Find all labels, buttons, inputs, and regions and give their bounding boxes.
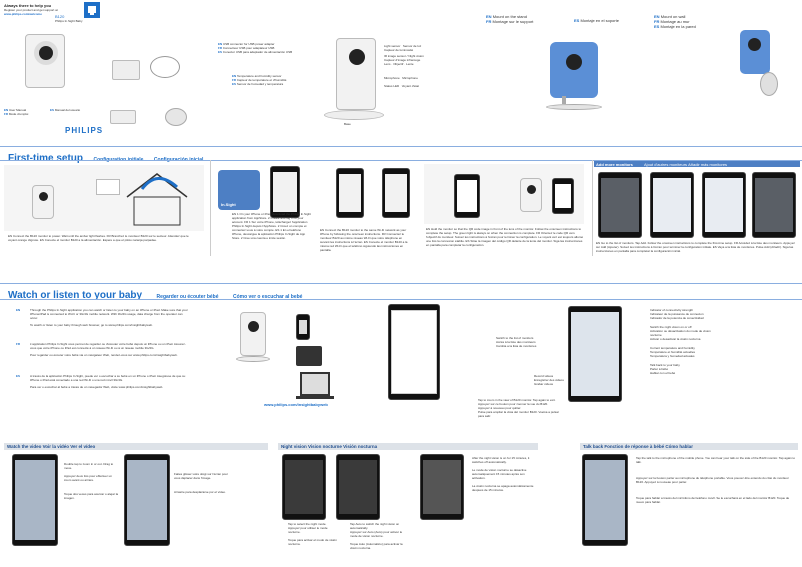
cable-image xyxy=(150,56,180,78)
talk-panel-title: Talk back Fonction de réponse à bébé Cóm… xyxy=(580,443,798,450)
watch-sub-fr: Regarder ou écouter bébé xyxy=(156,294,219,300)
power-adapter-image xyxy=(112,60,140,80)
watch-title: Watch or listen to your baby xyxy=(8,290,143,301)
watch-header: Watch or listen to your baby Regarder ou… xyxy=(8,285,302,303)
setup-step1-text: EN Connect the B120 monitor to power. Wa… xyxy=(8,234,189,242)
video-caption-1: Double tap to zoom in or out. Drag to mo… xyxy=(64,462,119,500)
setup-step4-image xyxy=(424,164,584,224)
add-phone-1 xyxy=(598,172,642,238)
mount-wall-labels: EN Mount on wall FR Montage au mur ES Mo… xyxy=(654,14,696,29)
video-caption-2: Faites glisser votre doigt sur l'écran p… xyxy=(174,472,228,494)
laptop-icon xyxy=(300,372,330,396)
help-tab-icon xyxy=(84,2,100,18)
setup-step2-text: EN 1 On your iPhone or iPad, download th… xyxy=(232,212,311,240)
watch-en-text: Through the Philips In.Sight application… xyxy=(30,308,188,327)
video-phone-1 xyxy=(12,454,58,546)
help-url[interactable]: www.philips.com/welcome xyxy=(4,12,42,16)
watch-mid-labels: Record videos Enregistrer des vidéos Gra… xyxy=(534,374,564,386)
setup-phone-2 xyxy=(336,168,364,218)
talk-captions: Tap the talk to the microphone of the mo… xyxy=(636,456,796,504)
stand-mount-image xyxy=(550,42,598,98)
app-store-tile: In.Sight xyxy=(218,170,260,210)
watch-phone-right xyxy=(568,306,622,402)
watch-camera xyxy=(240,312,266,356)
setup-phone-3 xyxy=(382,168,410,218)
setup-step1-image xyxy=(4,165,204,231)
night-caption-2: Tap Auto to switch the night vision on a… xyxy=(350,522,403,550)
base-label: Base xyxy=(344,122,351,126)
first-time-header: First-time setup Configuration initiale … xyxy=(8,148,203,166)
watch-sub-es: Cómo ver o escuchar al bebé xyxy=(232,294,303,300)
night-panel-title: Night vision Vision nocturne Visión noct… xyxy=(278,443,538,450)
talk-phone xyxy=(582,454,628,546)
night-phone-3 xyxy=(420,454,464,520)
setup-phone-1 xyxy=(270,166,300,218)
model-block: B120 Philips In.Sight Baby xyxy=(55,14,83,23)
mount-stand-labels: EN Mount on the stand FR Montage sur le … xyxy=(486,14,534,24)
watch-phone-small xyxy=(296,314,310,340)
add-phone-3 xyxy=(702,172,746,238)
tablet-icon xyxy=(296,346,322,366)
philips-logo: PHILIPS xyxy=(65,126,104,135)
first-time-title: First-time setup xyxy=(8,153,84,164)
video-phone-2 xyxy=(124,454,170,546)
watch-es-text: A través de la aplicación Philips In.Sig… xyxy=(30,374,186,389)
video-panel-title: Watch the video Voir la vidéo Ver el víd… xyxy=(4,443,268,450)
temp-labels: EN Temperature and humidity sensor FR Ca… xyxy=(232,74,287,86)
watch-bottom-labels: Tap to zoom in the view of B120 monitor.… xyxy=(478,398,559,418)
wall-mount-image xyxy=(740,30,770,74)
stand-image xyxy=(110,110,136,124)
add-monitors-title: Add more monitors xyxy=(596,162,633,167)
usb-labels: EN USB connector for USB power adapter F… xyxy=(218,42,293,54)
watch-fr-text: L'application Philips In.Sight vous perm… xyxy=(30,342,186,357)
night-caption-right: After the night vision is on for 15 minu… xyxy=(472,456,534,492)
watch-phone-main xyxy=(388,304,440,400)
web-url[interactable]: www.philips.com/insightbabyweb xyxy=(264,402,328,407)
house-icon xyxy=(126,173,188,226)
lang-en: EN xyxy=(16,308,21,312)
setup-step3-text: EN Connect the B120 monitor to the same … xyxy=(320,228,408,252)
mount-base-image xyxy=(165,108,187,126)
help-line2: Register your product and get support at xyxy=(4,8,58,12)
top-labels: Light sensor Sensor de luz Capteur de lu… xyxy=(384,44,424,88)
manual-rows: EN User Manual FR Mode d'emploi xyxy=(4,108,29,116)
add-monitors-text: EN Go to the list of monitors. Tap Add. … xyxy=(596,241,795,253)
add-phone-4 xyxy=(752,172,796,238)
help-line1: Always there to help you xyxy=(4,3,52,8)
model-number: B120 xyxy=(55,14,65,19)
camera-photo xyxy=(25,34,65,88)
setup-step4-text: EN Hold the monitor so that the QR code … xyxy=(426,227,584,247)
add-phone-2 xyxy=(650,172,694,238)
lang-fr: FR xyxy=(16,342,20,346)
lang-es: ES xyxy=(16,374,21,378)
add-monitors-bar: Add more monitors Ajout d'autres moniteu… xyxy=(594,161,800,167)
night-phone-2 xyxy=(336,454,380,520)
camera-diagram xyxy=(336,38,376,110)
night-phone-1 xyxy=(282,454,326,520)
model-sub: Philips In.Sight Baby xyxy=(55,19,83,23)
watch-right-labels-a: Indicator of connectivity strength Indic… xyxy=(650,308,711,375)
night-caption-1: Tap to select the night mode. Appuyez po… xyxy=(288,522,337,546)
camera-base xyxy=(324,110,384,120)
manual-rows-2: ES Manual del usuario xyxy=(50,108,81,112)
help-block: Always there to help you Register your p… xyxy=(4,3,84,16)
mount-stand-es: ES Montaje en el soporte xyxy=(574,18,619,23)
watch-left-labels: Switch to the list of monitors Accès à l… xyxy=(496,336,537,348)
